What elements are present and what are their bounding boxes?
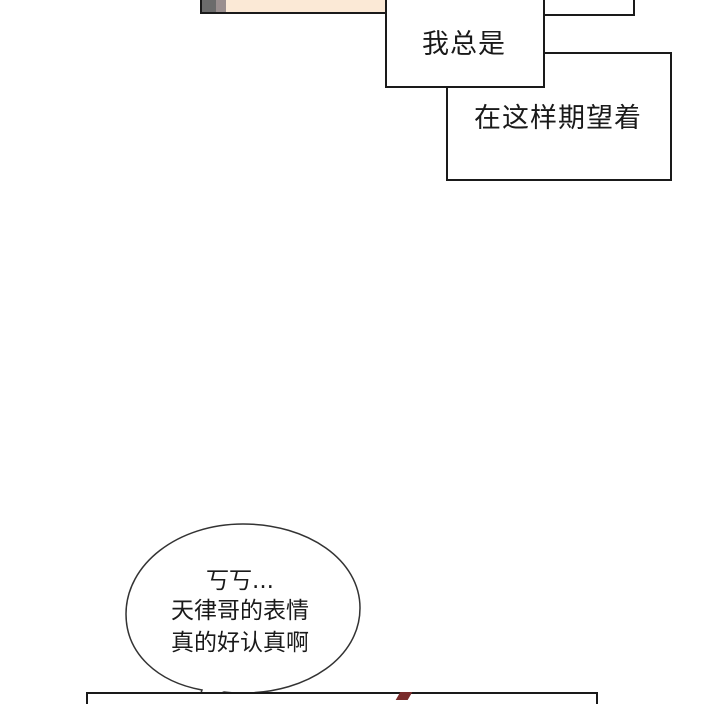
- hair-fragment: [202, 0, 216, 12]
- speech-line-1: 丂丂...: [206, 568, 274, 594]
- narration-box-upper: [385, 0, 545, 88]
- speech-line-2: 天律哥的表情: [171, 598, 309, 624]
- narration-text-line-1: 我总是: [422, 29, 506, 60]
- speech-line-3: 真的好认真啊: [171, 630, 309, 656]
- bottom-comic-panel: [86, 692, 598, 704]
- narration-box-edge: [543, 0, 635, 16]
- narration-text-line-2: 在这样期望着: [474, 103, 642, 134]
- top-comic-panel: [200, 0, 420, 14]
- skin-fragment: [226, 0, 418, 12]
- hair-shadow-fragment: [216, 0, 226, 12]
